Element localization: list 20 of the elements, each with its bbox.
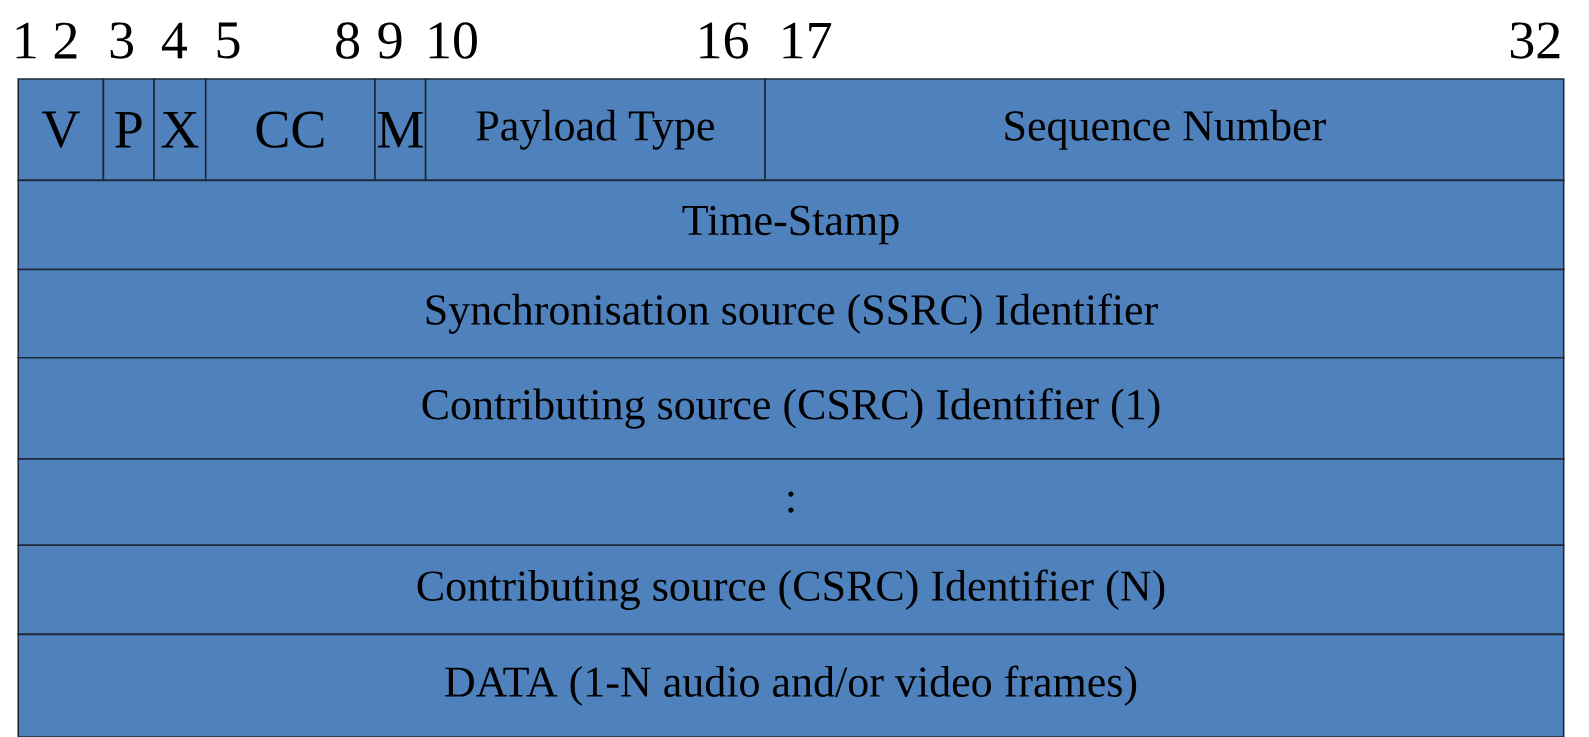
field-cell: P (102, 78, 155, 182)
bit-number: 8 (336, 22, 360, 59)
field-cell: DATA (1-N audio and/or video frames) (17, 633, 1565, 737)
bit-number: 5 (217, 22, 240, 59)
field-cell: X (153, 78, 207, 182)
bit-number: 9 (378, 22, 402, 59)
field-cell: : (17, 458, 1565, 546)
field-cell: V (17, 78, 105, 182)
bit-number: 1 (16, 22, 36, 59)
field-cell: Synchronisation source (SSRC) Identifier (17, 268, 1565, 359)
field-cell: Contributing source (CSRC) Identifier (1) (17, 356, 1565, 460)
bit-number: 3 (110, 22, 134, 59)
bit-number: 32 (1510, 22, 1560, 59)
bit-number: 16 (700, 22, 748, 59)
bit-number: 2 (54, 22, 77, 59)
bit-number: 10 (429, 22, 477, 59)
field-cell: M (374, 78, 427, 182)
bit-number: 4 (161, 22, 187, 59)
field-cell: Contributing source (CSRC) Identifier (N) (17, 544, 1565, 636)
bit-number: 17 (783, 22, 832, 59)
